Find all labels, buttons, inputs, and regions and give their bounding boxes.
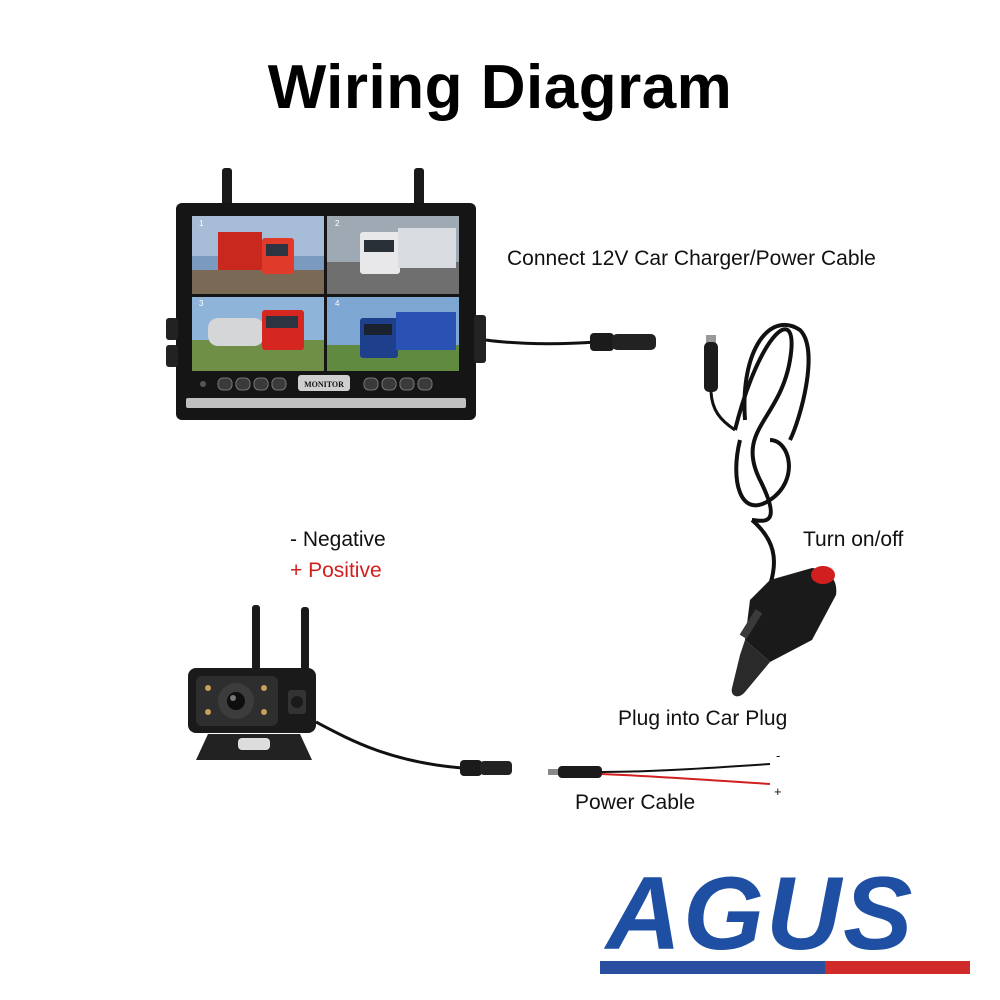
monitor-brand-label: MONITOR <box>304 380 344 389</box>
power-cable <box>548 763 771 785</box>
camera-antenna-right <box>301 607 309 670</box>
monitor-cable-connector <box>590 333 614 351</box>
car-plug <box>731 568 837 697</box>
car-charger-cable <box>704 322 811 586</box>
camera-cable <box>315 720 463 770</box>
channel-1-marker: 1 <box>199 219 204 228</box>
channel-3-marker: 3 <box>199 299 204 308</box>
logo-stripe-blue <box>600 961 825 974</box>
turn-on-off-label: Turn on/off <box>803 528 904 551</box>
camera-cable-connector <box>460 760 482 776</box>
positive-label: + Positive <box>290 559 382 582</box>
connect-power-label: Connect 12V Car Charger/Power Cable <box>507 247 876 270</box>
monitor-screen <box>192 216 459 371</box>
power-cable-label: Power Cable <box>575 791 696 814</box>
monitor-antenna-right <box>414 168 424 206</box>
channel-4-marker: 4 <box>335 299 340 308</box>
negative-label: - Negative <box>290 528 386 551</box>
camera-antenna-left <box>252 605 260 670</box>
camera-female-jack <box>480 761 512 775</box>
monitor-buttons <box>200 377 433 391</box>
monitor-label-plate <box>298 375 350 391</box>
wire-positive-sign: + <box>774 784 782 799</box>
backup-camera <box>188 668 316 760</box>
monitor-antenna-left <box>222 168 232 206</box>
plug-into-car-label: Plug into Car Plug <box>618 707 788 730</box>
logo-stripe-red <box>825 961 970 974</box>
wire-negative-sign: - <box>776 748 781 763</box>
power-switch-icon <box>811 566 835 584</box>
diagram-title: Wiring Diagram <box>267 53 733 122</box>
female-dc-jack <box>612 334 656 350</box>
monitor: 1 2 3 4 MONITOR <box>166 203 486 420</box>
channel-2-marker: 2 <box>335 219 340 228</box>
agus-logo: AGUS <box>606 856 915 972</box>
monitor-power-cable <box>485 338 597 346</box>
